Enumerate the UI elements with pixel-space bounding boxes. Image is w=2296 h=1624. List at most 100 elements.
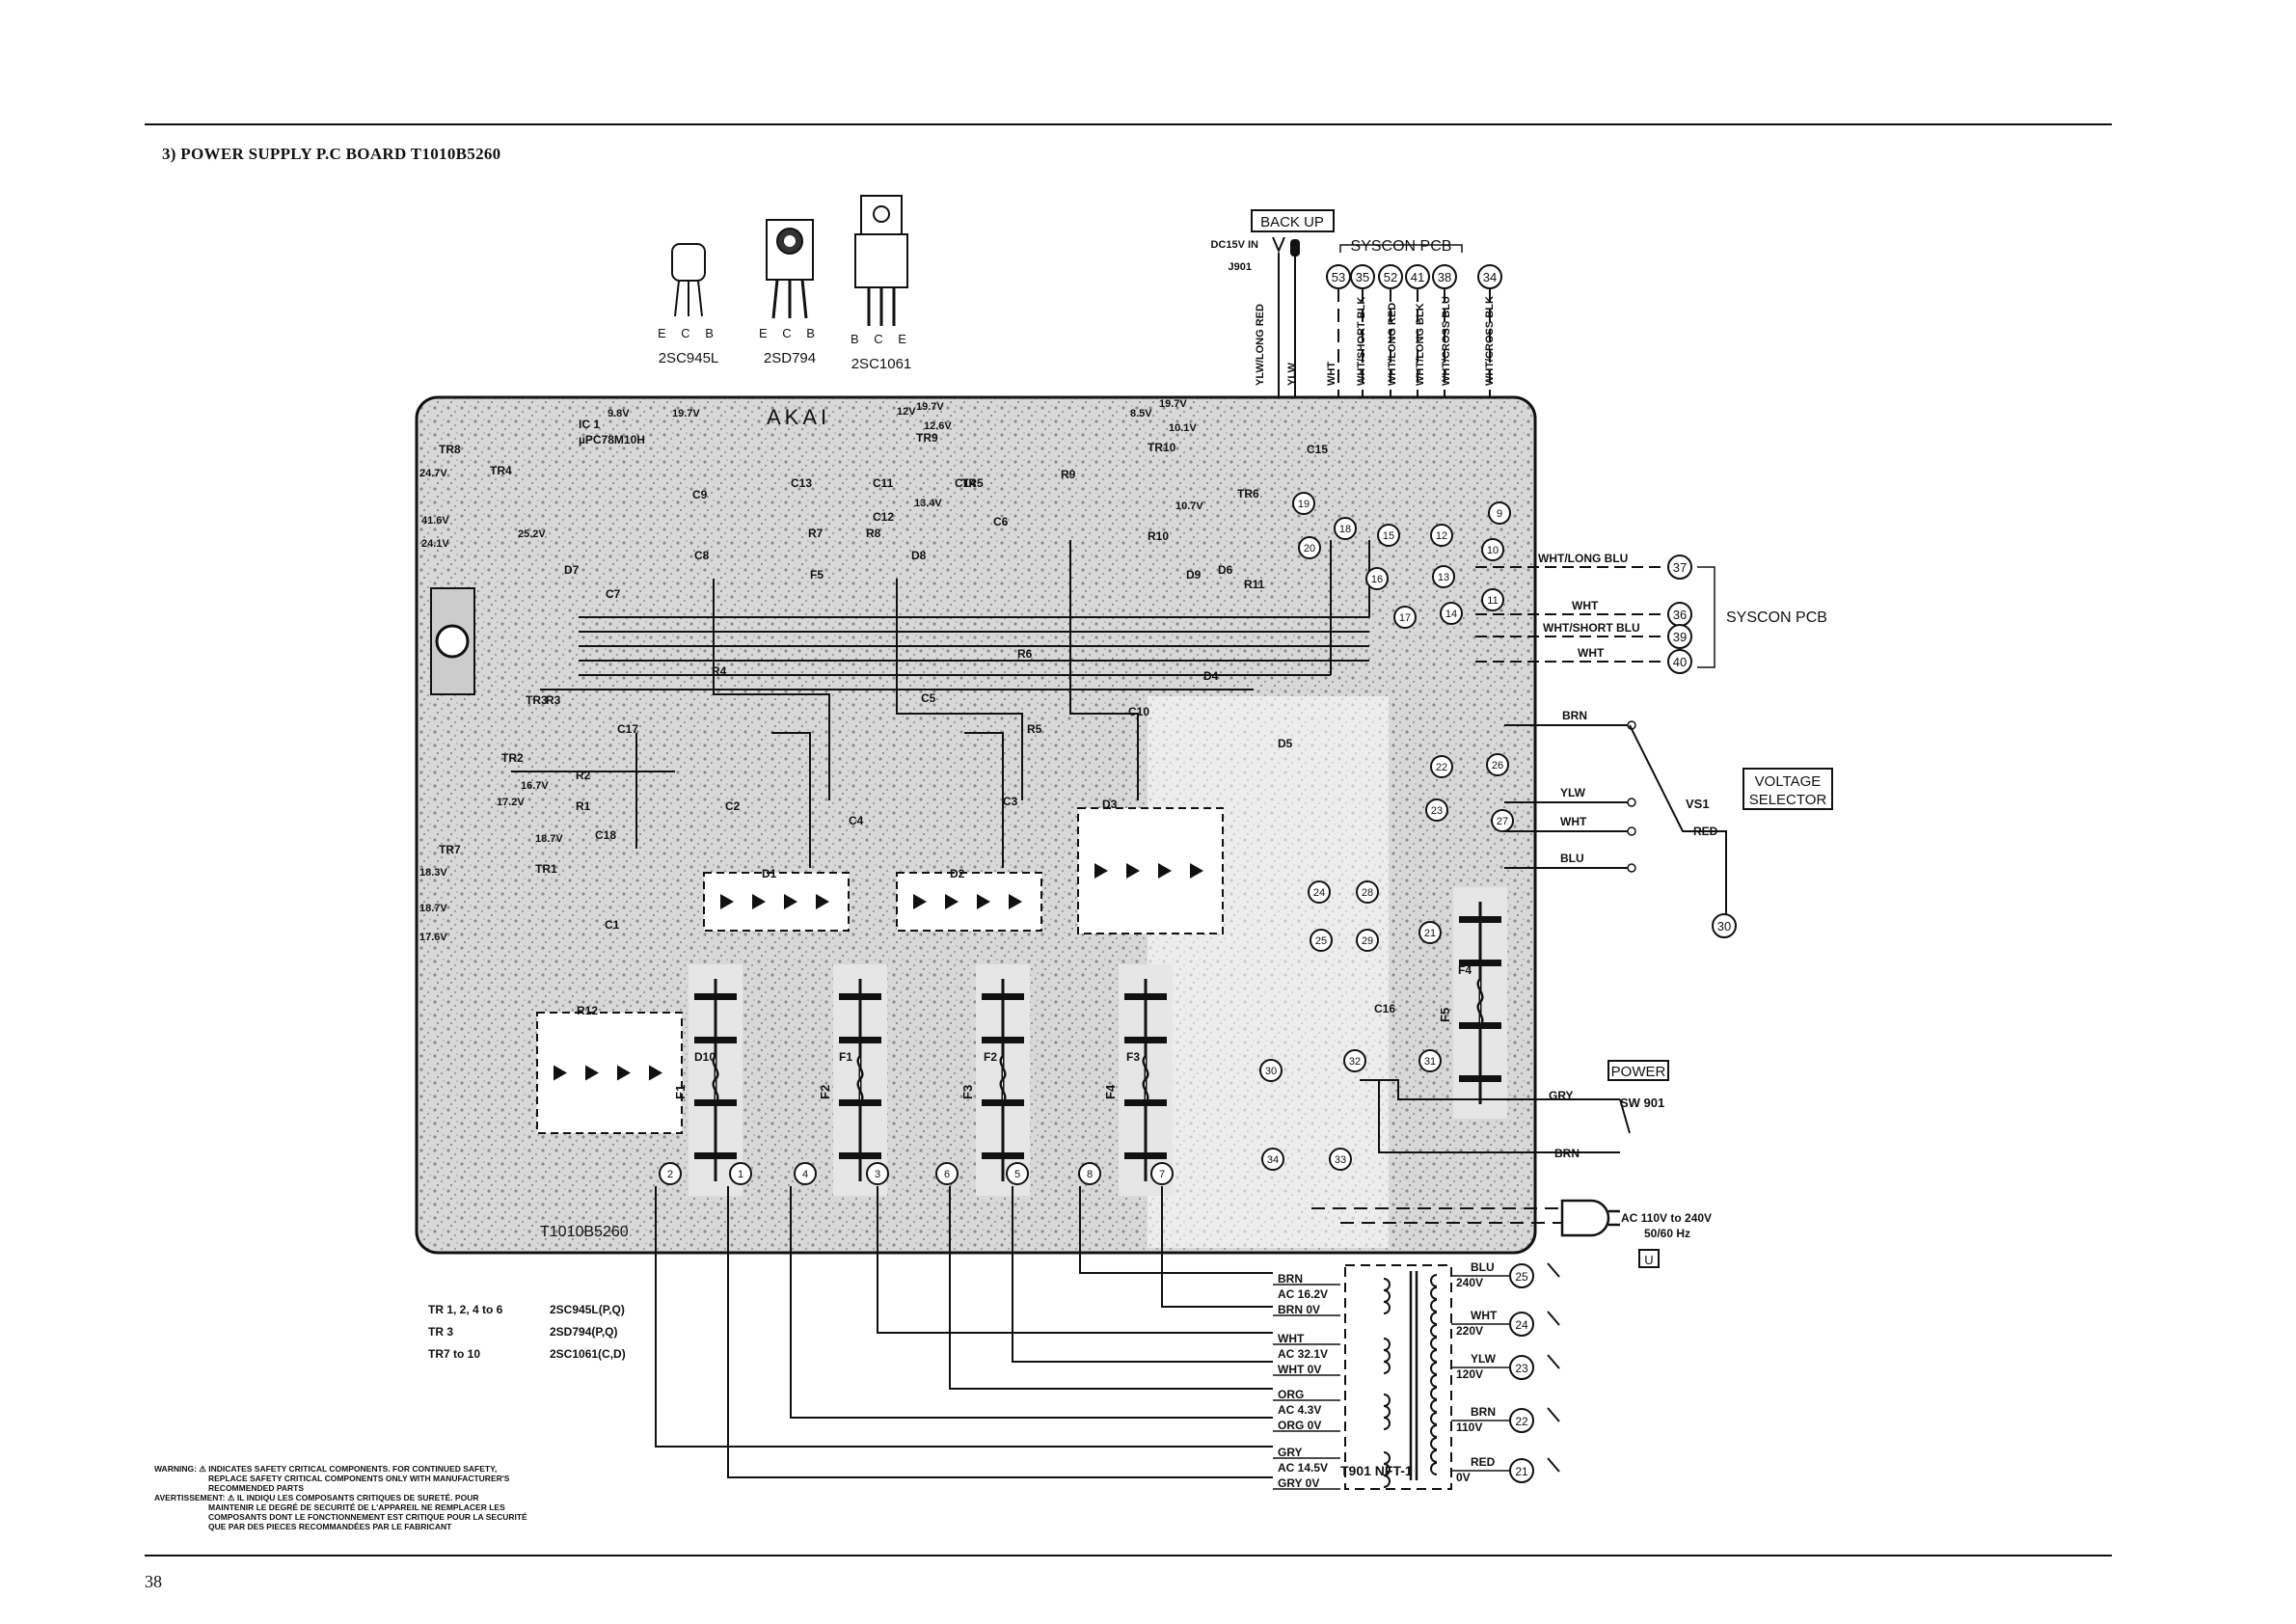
diode-bridges [536, 807, 1224, 1134]
diode-symbol [945, 894, 959, 909]
diode-symbol [977, 894, 990, 909]
terminal-circle [1377, 524, 1400, 547]
voltage-label: 10.1V [1169, 422, 1197, 434]
secondary-zero: BRN 0V [1278, 1303, 1320, 1316]
terminal-number: 52 [1384, 270, 1397, 284]
terminal-circle [1667, 555, 1692, 580]
terminal-number: 31 [1424, 1056, 1436, 1068]
fuse-clip [982, 1099, 1024, 1106]
terminal-number: 26 [1492, 760, 1503, 771]
terminal-number: 27 [1497, 816, 1508, 827]
fuse-label: F5 [1438, 1008, 1452, 1022]
vs1-label: VS1 [1686, 797, 1710, 811]
transformer-core [1409, 1271, 1418, 1480]
warning-line: RECOMMENDED PARTS [208, 1483, 305, 1493]
voltage-label: 41.6V [421, 515, 449, 527]
syscon-wire-label: WHT [1572, 599, 1599, 612]
component-label: D2 [950, 867, 965, 880]
component-label: F3 [1126, 1050, 1140, 1064]
voltage-label: 19.7V [916, 401, 944, 413]
component-label: R7 [808, 527, 824, 540]
transistor-package-2sd794: E C B 2SD794 [759, 219, 816, 366]
fuse-clip [694, 1037, 737, 1043]
fuse-clip [839, 1099, 881, 1106]
fuse-label: F3 [960, 1085, 975, 1099]
terminal-circle [1365, 567, 1389, 590]
selector-arm [1629, 724, 1727, 921]
component-label: R6 [1017, 647, 1033, 661]
fuse-element [999, 1055, 1007, 1103]
ac-plug-symbol [1311, 1199, 1620, 1237]
secondary-wire: GRY [1278, 1446, 1303, 1459]
terminal-number: 36 [1673, 608, 1687, 622]
primary-arrow [1547, 1407, 1560, 1422]
transformer-name: T901 NFT-1 [1340, 1463, 1413, 1478]
fuse-clip [1459, 960, 1501, 966]
voltage-label: 18.7V [419, 903, 447, 914]
terminal-number: 16 [1371, 574, 1383, 585]
coil-turn [1430, 1374, 1438, 1388]
terminal-circle [1425, 798, 1448, 822]
fuse-label: F1 [673, 1085, 688, 1099]
secondary-lead [1273, 1343, 1340, 1376]
terminal-circle [1393, 606, 1417, 629]
terminal-number: 35 [1356, 270, 1369, 284]
diode-symbol [554, 1065, 567, 1081]
selector-wire-label: WHT [1560, 815, 1587, 828]
terminal-circle [935, 1162, 959, 1185]
terminal-number: 39 [1673, 630, 1687, 644]
pcb-traces [511, 540, 1370, 868]
diode-symbol [1126, 863, 1140, 879]
diode-symbol [1094, 863, 1108, 879]
voltage-label: 19.7V [1159, 398, 1187, 410]
model-2sd794: 2SD794 [764, 350, 816, 366]
syscon-wire-label: WHT/LONG BLU [1538, 552, 1628, 565]
terminal-circle [1712, 913, 1737, 938]
component-label: D10 [694, 1050, 716, 1064]
warning-line: MAINTENIR LE DEGRÉ DE SECURITÉ DE L'APPA… [208, 1502, 505, 1512]
wire-label: WHT/SHORT BLK [1356, 297, 1367, 386]
diode-symbol [1190, 863, 1203, 879]
component-label: TR8 [439, 443, 461, 456]
diode-symbol [1158, 863, 1172, 879]
component-label: TR1 [535, 862, 557, 876]
coil-turn [1430, 1274, 1438, 1287]
component-label: C2 [725, 799, 741, 813]
fuse-clip [694, 1099, 737, 1106]
diode-symbol [649, 1065, 662, 1081]
terminal-number: 34 [1267, 1154, 1279, 1166]
component-label: TR2 [501, 751, 524, 765]
terminal-number: 30 [1265, 1066, 1277, 1077]
terminal-number: 1 [738, 1169, 743, 1180]
voltage-label: 16.7V [521, 780, 549, 792]
component-label: TR10 [1148, 441, 1176, 454]
terminal-number: 20 [1304, 543, 1315, 555]
component-label: C9 [692, 488, 708, 501]
primary-wire: WHT [1471, 1309, 1498, 1322]
coil-turn [1430, 1286, 1438, 1300]
terminal-number: 37 [1673, 560, 1687, 575]
safety-warning: WARNING: ⚠ INDICATES SAFETY CRITICAL COM… [154, 1464, 559, 1531]
component-label: D1 [762, 867, 777, 880]
component-label: D3 [1102, 798, 1118, 811]
component-label: C5 [921, 691, 936, 705]
terminal-circle [1418, 921, 1442, 944]
tr-part: 2SC945L(P,Q) [550, 1303, 625, 1316]
terminal-number: 22 [1515, 1415, 1528, 1428]
wire-label: WHT/CROSS BLK [1484, 296, 1496, 386]
diode-symbol [752, 894, 766, 909]
voltage-selector-line1: VOLTAGE [1755, 773, 1822, 790]
terminal-number: 41 [1411, 270, 1424, 284]
ac-input-line2: 50/60 Hz [1644, 1227, 1690, 1240]
diode-symbol [816, 894, 829, 909]
fuse-clip [1124, 1099, 1167, 1106]
terminal-circle [1509, 1355, 1534, 1380]
terminal-circle [1310, 929, 1333, 952]
warning-line: REPLACE SAFETY CRITICAL COMPONENTS ONLY … [208, 1474, 510, 1483]
fuse-clip [982, 1037, 1024, 1043]
